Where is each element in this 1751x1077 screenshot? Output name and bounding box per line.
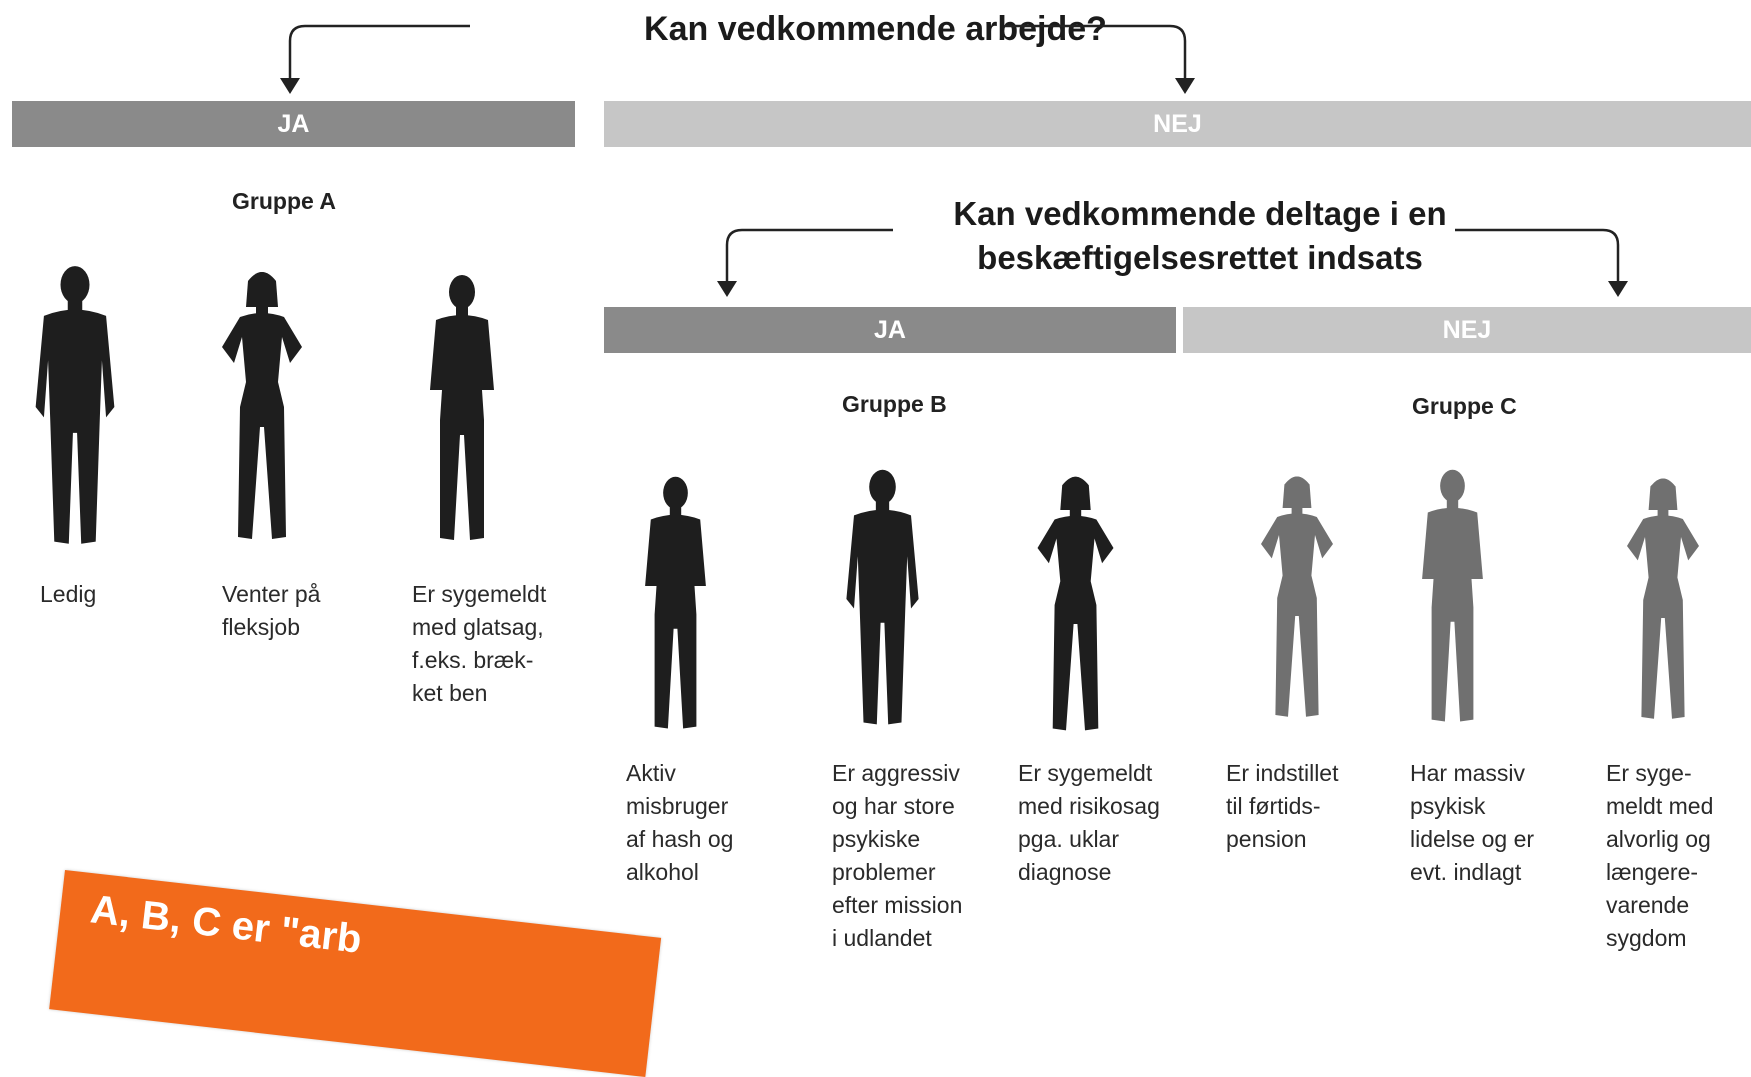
- flow-arrows: [280, 24, 1628, 297]
- arrow-down-icon: [717, 281, 737, 297]
- person-silhouette-icon: [20, 262, 130, 552]
- person-silhouette-icon: [1405, 460, 1500, 736]
- group-c-label: Gruppe C: [1412, 393, 1517, 419]
- person-silhouette-icon: [1252, 458, 1342, 738]
- connector-q1-left: [288, 24, 470, 80]
- arrow-down-icon: [1175, 78, 1195, 94]
- connector-q2-left: [725, 228, 893, 282]
- arrow-down-icon: [1608, 281, 1628, 297]
- caption-sygemeldt-risikosag: Er sygemeldt med risikosag pga. uklar di…: [1018, 760, 1160, 885]
- caption-aktiv-misbruger: Aktiv misbruger af hash og alkohol: [626, 760, 734, 885]
- bar-no-work: NEJ: [604, 101, 1751, 147]
- caption-indstillet-fortidspension: Er indstillet til førtids- pension: [1226, 760, 1339, 852]
- person-silhouette-icon: [1028, 472, 1123, 738]
- caption-sygemeldt-glatsag: Er sygemeldt med glatsag, f.eks. bræk- k…: [412, 581, 547, 706]
- bar-yes-work: JA: [12, 101, 575, 147]
- person-silhouette-icon: [212, 262, 312, 552]
- person-silhouette-icon: [835, 460, 930, 738]
- connector-q2-right: [1455, 228, 1620, 282]
- group-b-label: Gruppe B: [842, 391, 947, 417]
- caption-massiv-lidelse: Har massiv psykisk lidelse og er evt. in…: [1410, 760, 1535, 885]
- question-can-work: Kan vedkommende arbejde?: [644, 10, 1107, 48]
- person-silhouette-icon: [628, 470, 723, 740]
- caption-venter-fleksjob: Venter på fleksjob: [222, 581, 321, 640]
- bar-yes-participate: JA: [604, 307, 1176, 353]
- group-a-label: Gruppe A: [232, 188, 336, 214]
- arrow-down-icon: [280, 78, 300, 94]
- bar-no-participate: NEJ: [1183, 307, 1751, 353]
- caption-ledig: Ledig: [40, 581, 97, 607]
- caption-aggressiv: Er aggressiv og har store psykiske probl…: [832, 760, 963, 951]
- question-can-participate: Kan vedkommende deltage i en beskæftigel…: [953, 195, 1447, 276]
- banner-text: A, B, C er "arb: [88, 887, 364, 962]
- caption-alvorlig-sygdom: Er syge- meldt med alvorlig og længere- …: [1606, 760, 1714, 951]
- connector-q1-right: [1005, 24, 1187, 80]
- person-silhouette-icon: [1618, 462, 1708, 738]
- person-silhouette-icon: [412, 270, 512, 550]
